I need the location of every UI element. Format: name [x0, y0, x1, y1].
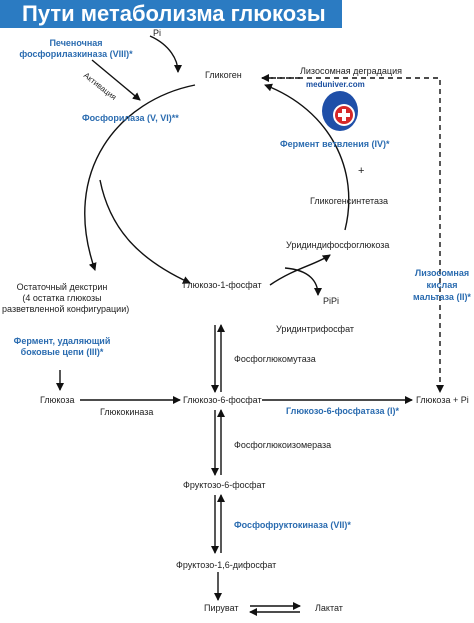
enzyme-debranching-1: Фермент, удаляющий	[13, 336, 111, 346]
enzyme-acid-maltase-1: Лизосомная	[414, 268, 470, 278]
enzyme-debranching-2: боковые цепи (III)*	[20, 347, 104, 357]
node-glycogen: Гликоген	[205, 70, 242, 80]
page-title: Пути метаболизма глюкозы	[22, 1, 326, 26]
node-glucose-6-phosphate: Глюкозо-6-фосфат	[183, 395, 262, 405]
node-residual-dextrin-1: Остаточный декстрин	[16, 282, 108, 292]
lysosomal-degradation-label: Лизосомная деградация	[300, 66, 402, 76]
node-residual-dextrin-3: в разветвленной конфигурации)	[0, 304, 130, 314]
node-glucose: Глюкоза	[40, 395, 75, 405]
node-pi-top: Pi	[153, 28, 162, 38]
arrow-activation	[91, 59, 141, 101]
node-utp: Уридинтрифосфат	[276, 324, 354, 334]
node-pyruvate: Пируват	[204, 603, 239, 613]
node-fructose-16-bisphosphate: Фруктозо-1,6-дифосфат	[176, 560, 277, 570]
plus-sign: +	[358, 165, 365, 177]
arrow-lysosomal-dashed	[262, 77, 444, 393]
node-glucose-1-phosphate: Глюкозо-1-фосфат	[183, 280, 262, 290]
enzyme-acid-maltase-3: мальтаза (II)*	[413, 292, 471, 302]
title-bar: Пути метаболизма глюкозы	[0, 0, 342, 28]
enzyme-phosphorylase-kinase-1: Печеночная	[49, 38, 103, 48]
enzyme-acid-maltase-2: кислая	[426, 280, 458, 290]
enzyme-phosphorylase: Фосфорилаза (V, VI)**	[82, 113, 179, 123]
enzyme-g6pase: Глюкозо-6-фосфатаза (I)*	[286, 406, 399, 416]
enzyme-phosphorylase-kinase-2: фосфорилазкиназа (VIII)*	[19, 49, 133, 59]
node-fructose-6-phosphate: Фруктозо-6-фосфат	[183, 480, 266, 490]
logo-text: meduniver.com	[306, 80, 365, 89]
node-udp-glucose: Уридиндифосфоглюкоза	[286, 240, 390, 250]
node-glycogen-synthase: Гликогенсинтетаза	[310, 196, 389, 206]
arrow-pi-to-glycogen	[149, 35, 182, 73]
arrow-g1p-to-udpg	[269, 254, 331, 286]
enzyme-branching: Фермент ветвления (IV)*	[280, 139, 390, 149]
enzyme-phosphoglucomutase: Фосфоглюкомутаза	[234, 354, 316, 364]
enzyme-pfk: Фосфофруктокиназа (VII)*	[234, 520, 351, 530]
arrow-phosphorylase-to-g1p	[99, 179, 191, 284]
node-ppi: PiPi	[323, 296, 340, 306]
node-residual-dextrin-2: (4 остатка глюкозы	[22, 293, 102, 303]
arrow-glycogen-to-dextrin	[84, 84, 196, 271]
enzyme-phosphoglucoisomerase: Фосфоглюкоизомераза	[234, 440, 332, 450]
node-glucose-plus-pi: Глюкоза + Pi	[416, 395, 469, 405]
arrow-synthesis-to-glycogen	[264, 83, 350, 231]
node-lactate: Лактат	[315, 603, 343, 613]
arrow-utp-ppi	[284, 267, 322, 296]
enzyme-glucokinase: Глюкокиназа	[100, 407, 154, 417]
meduniver-logo	[322, 91, 358, 131]
